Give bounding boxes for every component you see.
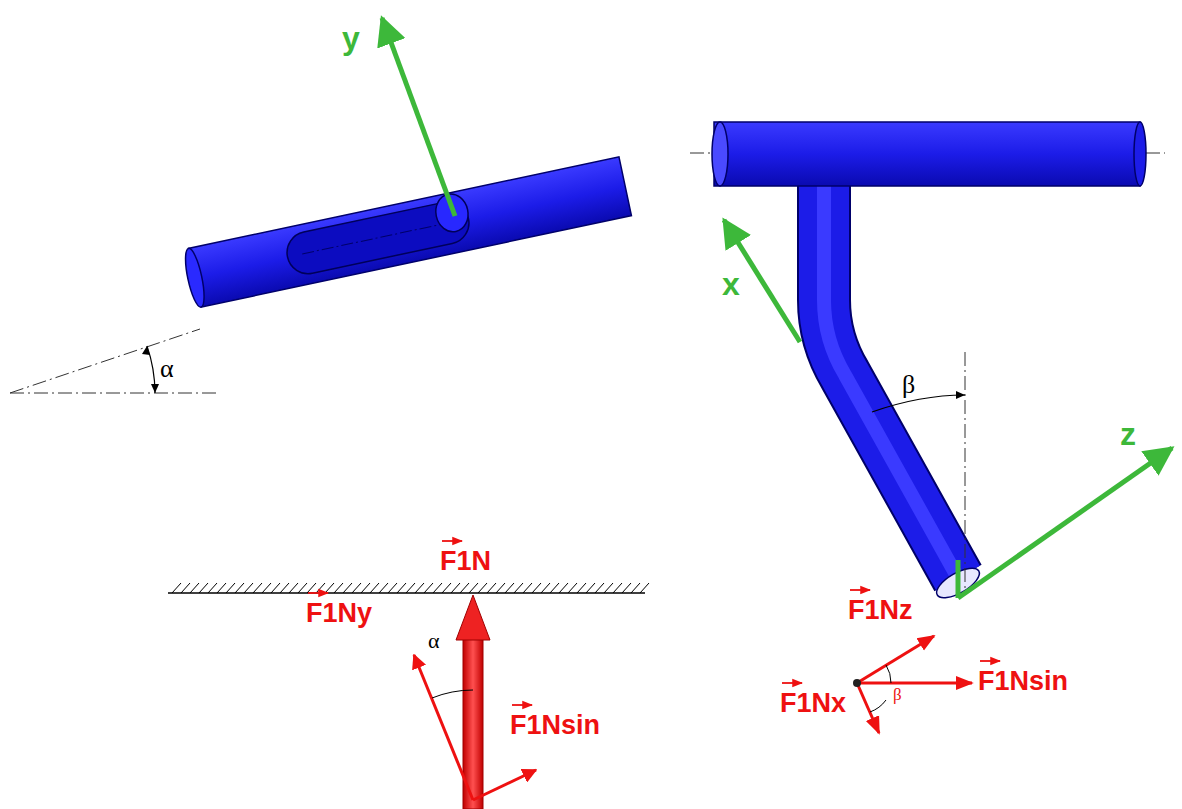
axis-label: x: [722, 268, 740, 300]
ground-force-diagram: [168, 583, 649, 809]
force-label: F1Ny: [306, 600, 372, 627]
force-components: [853, 636, 972, 733]
angle-label: α: [160, 356, 174, 382]
bent-tube: [690, 122, 1172, 604]
angle-label: α: [428, 630, 440, 652]
axis-label: z: [1120, 418, 1136, 450]
angle-label: β: [902, 372, 915, 398]
axis-label: y: [342, 22, 360, 54]
force-label: F1Nsin: [978, 668, 1068, 695]
force-label: F1Nsin: [510, 712, 600, 739]
force-label: F1N: [440, 548, 491, 575]
tilted-tube: [10, 18, 631, 393]
force-label: F1Nz: [848, 597, 913, 624]
vector-overarrows: [308, 541, 1000, 705]
force-label: F1Nx: [780, 690, 846, 717]
angle-label: β: [893, 686, 902, 703]
